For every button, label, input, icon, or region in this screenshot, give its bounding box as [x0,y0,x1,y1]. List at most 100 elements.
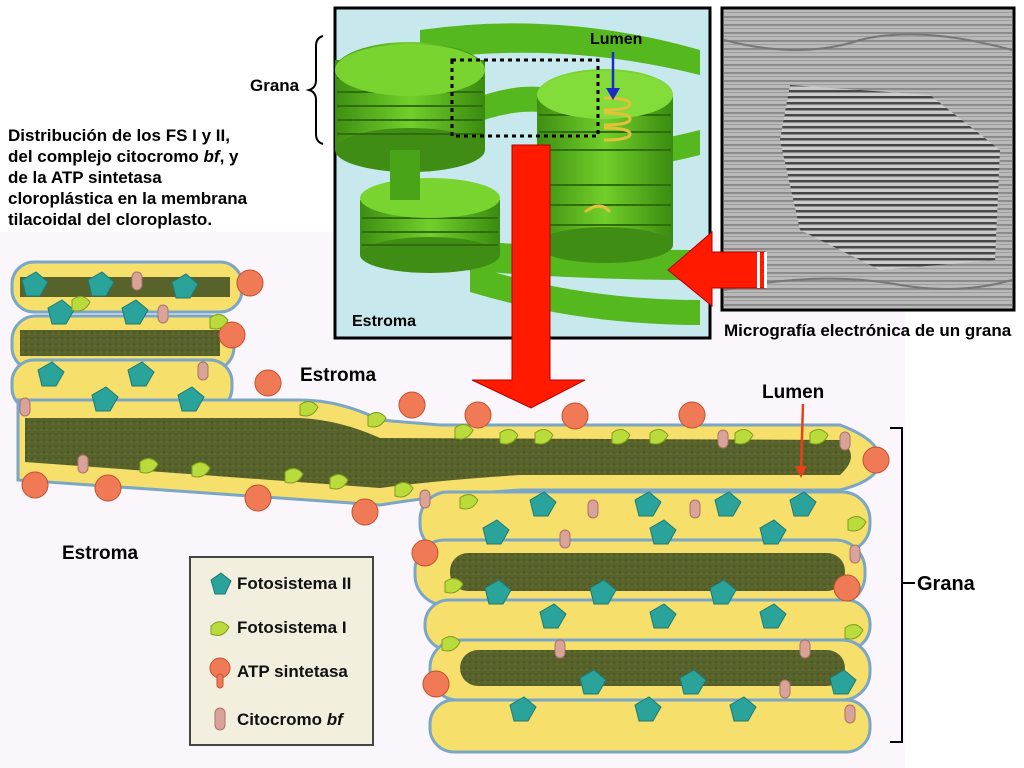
legend-item-atp-synthase: ATP sintetasa [191,652,376,692]
photosystem-i [329,474,349,490]
legend-label: Fotosistema I [237,618,347,637]
photosystem-ii [484,579,512,605]
cytochrome-bf [717,429,729,449]
membrane-proteins [19,269,890,724]
atp-synthase [678,401,706,429]
legend-label: Fotosistema II [237,574,352,593]
photosystem-ii [21,271,49,297]
photosystem-i [534,429,554,445]
lumen-label-inset: Lumen [590,31,643,48]
photosystem-ii [634,491,662,517]
legend-item-cytochrome-bf: Citocromo bf [191,700,376,740]
title-line-segment: , y [219,147,239,166]
atp-synthase [21,471,49,499]
atp-synthase [254,369,282,397]
atp-synthase [218,321,246,349]
photosystem-ii [87,271,115,297]
photosystem-i [809,429,829,445]
photosystem-i [734,429,754,445]
left-arrow [667,230,766,308]
lumen-pointer-arrow [799,403,805,471]
legend-label: ATP sintetasa [237,662,348,681]
atp-synthase [862,446,890,474]
cytochrome-bf [157,304,169,324]
photosystem-ii [649,603,677,629]
cytochrome-bf [19,397,31,417]
photosystem-ii [127,361,155,387]
photosystem-ii [709,579,737,605]
cytochrome-bf [559,529,571,549]
title-line: tilacoidal del cloroplasto. [8,210,213,229]
atp-synthase [422,670,450,698]
cytochrome-bf [554,639,566,659]
title-line: de la ATP sintetasa [8,168,162,187]
electron-micrograph [720,6,1016,312]
legend-item-photosystem-ii: Fotosistema II [191,564,376,604]
legend-label-italic: bf [326,710,343,729]
photosystem-i [454,424,474,440]
legend: Fotosistema II Fotosistema I ATP sinteta… [189,556,374,746]
estroma-label-left: Estroma [62,543,139,564]
cytochrome-bf [77,454,89,474]
grana-label-right: Grana [917,573,975,595]
photosystem-ii-icon [210,572,232,595]
photosystem-i [441,636,461,652]
photosystem-ii [177,386,205,412]
photosystem-ii [589,579,617,605]
photosystem-ii [649,519,677,545]
atp-synthase [236,269,264,297]
cytochrome-bf [197,361,209,381]
photosystem-i [499,429,519,445]
photosystem-ii [579,669,607,695]
photosystem-ii [121,299,149,325]
photosystem-i [139,458,159,474]
figure-title: Distribución de los FS I y II, del compl… [8,125,308,230]
stroma-lamella [16,398,882,507]
title-line: cloroplástica en la membrana [8,189,248,208]
grana-right-bracket [890,427,903,743]
cytochrome-bf [419,489,431,509]
down-arrow [471,144,586,409]
atp-synthase [411,539,439,567]
atp-synthase [351,498,379,526]
atp-synthase [244,484,272,512]
photosystem-i [71,296,91,312]
photosystem-i [444,578,464,594]
photosystem-i [284,468,304,484]
photosystem-ii [759,603,787,629]
photosystem-i [367,412,387,428]
photosystem-ii [482,519,510,545]
photosystem-ii [509,696,537,722]
photosystem-ii [539,603,567,629]
cytochrome-bf [849,544,861,564]
brackets [305,35,915,743]
cytochrome-bf [799,639,811,659]
photosystem-i [847,516,867,532]
photosystem-ii [634,696,662,722]
estroma-label-inset: Estroma [352,313,417,330]
photosystem-i [844,624,864,640]
photosystem-i [191,462,211,478]
micrograph-caption: Micrografía electrónica de un grana [724,321,1012,340]
photosystem-ii [759,519,787,545]
atp-synthase [464,401,492,429]
photosystem-ii [789,491,817,517]
legend-label-text: Citocromo [237,710,327,729]
cytochrome-bf [689,499,701,519]
legend-label: Citocromo bf [237,710,343,730]
cytochrome-bf [131,271,143,291]
photosystem-ii [171,273,199,299]
title-line: del complejo citocromo bf, y [8,146,308,167]
photosystem-i [459,494,479,510]
photosystem-ii [714,491,742,517]
title-italic-bf: bf [203,147,220,166]
photosystem-i [394,482,414,498]
atp-synthase [398,391,426,419]
title-line: Distribución de los FS I y II, [8,126,230,145]
photosystem-ii [829,669,857,695]
photosystem-i-icon [210,621,230,636]
photosystem-ii [679,669,707,695]
photosystem-i [299,401,319,417]
